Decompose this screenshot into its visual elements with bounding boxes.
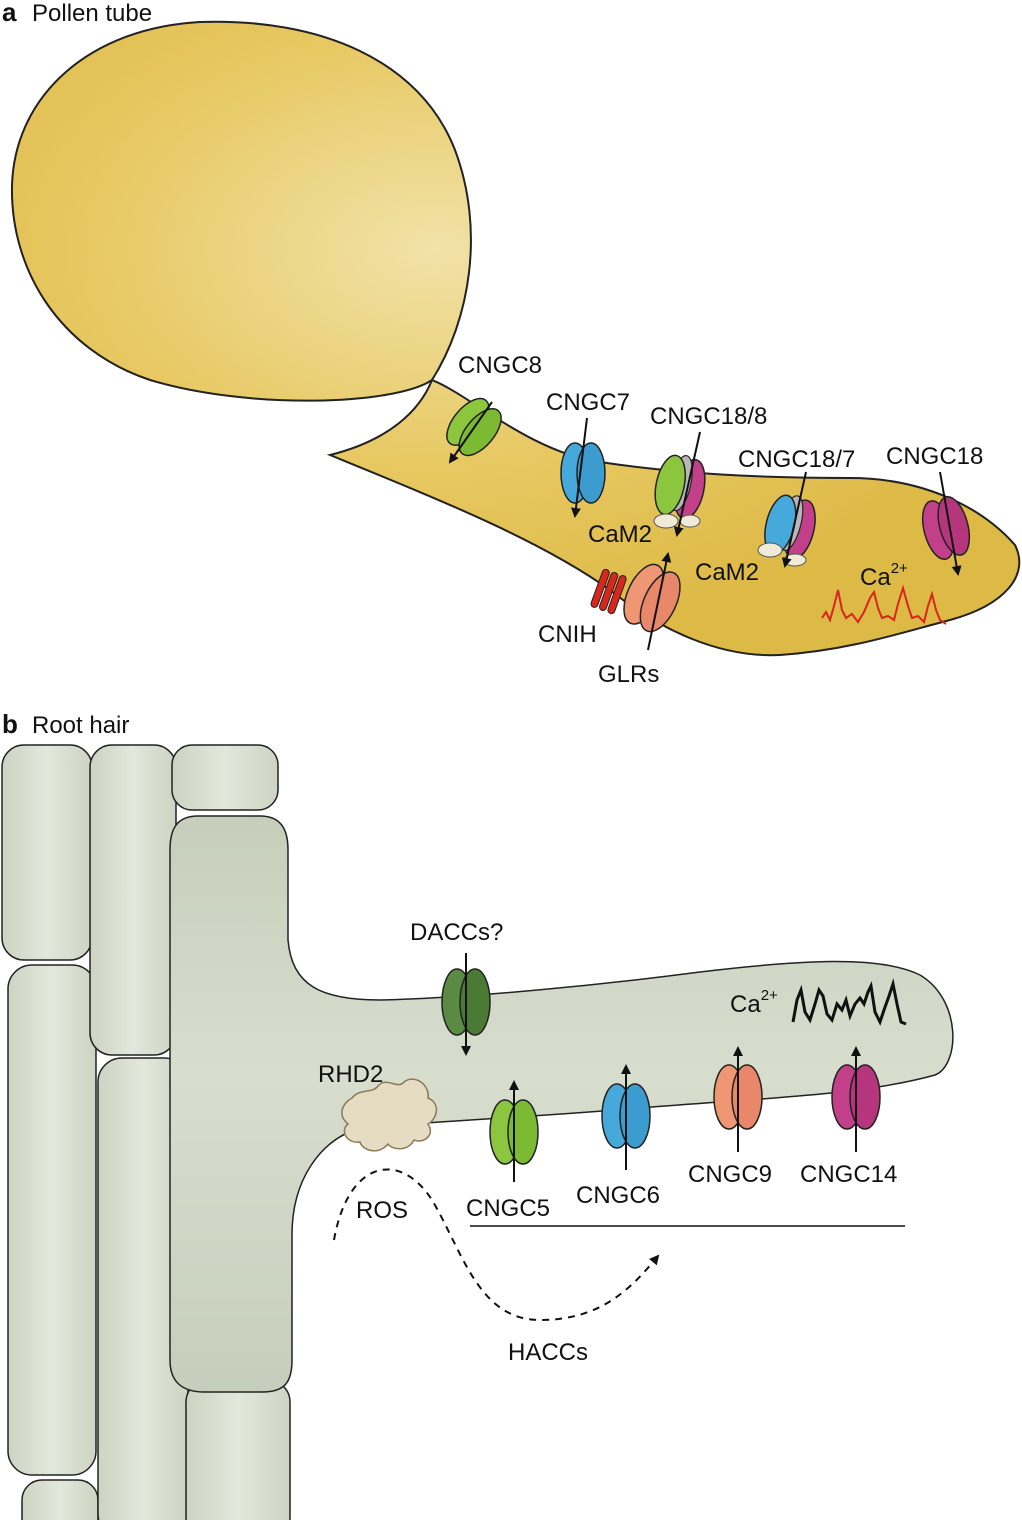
cngc5-channel [489, 1099, 539, 1165]
cngc6-channel [601, 1083, 651, 1149]
daccs-channel [441, 968, 491, 1036]
daccs-label: DACCs? [410, 919, 503, 946]
ca-label-b: Ca2+ [730, 987, 778, 1018]
cngc18-8-channel [654, 454, 706, 520]
cngc18-7-arrow [781, 471, 807, 568]
cngc14-label: CNGC14 [800, 1161, 897, 1188]
cngc14-channel [831, 1064, 881, 1130]
cngc5-label: CNGC5 [466, 1195, 550, 1222]
cam2-label-2: CaM2 [695, 559, 759, 586]
root-cell [1, 744, 93, 961]
haccs-label: HACCs [508, 1339, 588, 1366]
pollen-tube-cell [10, 20, 1021, 657]
glrs-channel [623, 563, 681, 633]
cngc18-8-arrow [673, 431, 701, 537]
cngc9-label: CNGC9 [688, 1161, 772, 1188]
ca-oscillation-trace-a [821, 584, 947, 625]
cngc18-7-label: CNGC18/7 [738, 446, 855, 473]
root-cell [185, 1379, 291, 1520]
glrs-label: GLRs [598, 661, 659, 688]
root-hair-cell [169, 815, 954, 1393]
glrs-arrow [647, 552, 672, 651]
cngc18-8-label: CNGC18/8 [650, 403, 767, 430]
cam2-blob [757, 542, 783, 558]
root-cell [7, 964, 97, 1476]
rhd2-protein [341, 1078, 438, 1152]
cngc8-channel [446, 397, 502, 457]
panel-b-letter: b [2, 709, 18, 739]
ros-dashed-arrow [333, 1168, 660, 1322]
cngc8-arrow [448, 401, 493, 464]
panel-a-letter: a [2, 0, 17, 27]
root-cell [21, 1479, 99, 1520]
cngc18-arrow [939, 471, 962, 576]
cngc6-label: CNGC6 [576, 1182, 660, 1209]
cam2-blob [679, 514, 701, 528]
cngc18-label: CNGC18 [886, 443, 983, 470]
ca-label-a: Ca2+ [860, 560, 908, 591]
root-cell [171, 744, 279, 811]
ros-label: ROS [356, 1197, 408, 1224]
cnih-label: CNIH [538, 621, 597, 648]
ca-oscillation-trace-b [791, 978, 907, 1026]
cngc7-arrow [571, 417, 588, 518]
root-cell [89, 744, 177, 1056]
cngc7-label: CNGC7 [546, 389, 630, 416]
cngc9-channel [713, 1064, 763, 1130]
cnih-protein [590, 568, 627, 615]
panel-a-title: Pollen tube [32, 0, 152, 27]
root-cells [1, 744, 291, 1520]
rhd2-label: RHD2 [318, 1061, 383, 1088]
cngc8-label: CNGC8 [458, 352, 542, 379]
panel-b-title: Root hair [32, 712, 129, 739]
cam2-label-1: CaM2 [588, 521, 652, 548]
cam2-blob [653, 513, 679, 529]
